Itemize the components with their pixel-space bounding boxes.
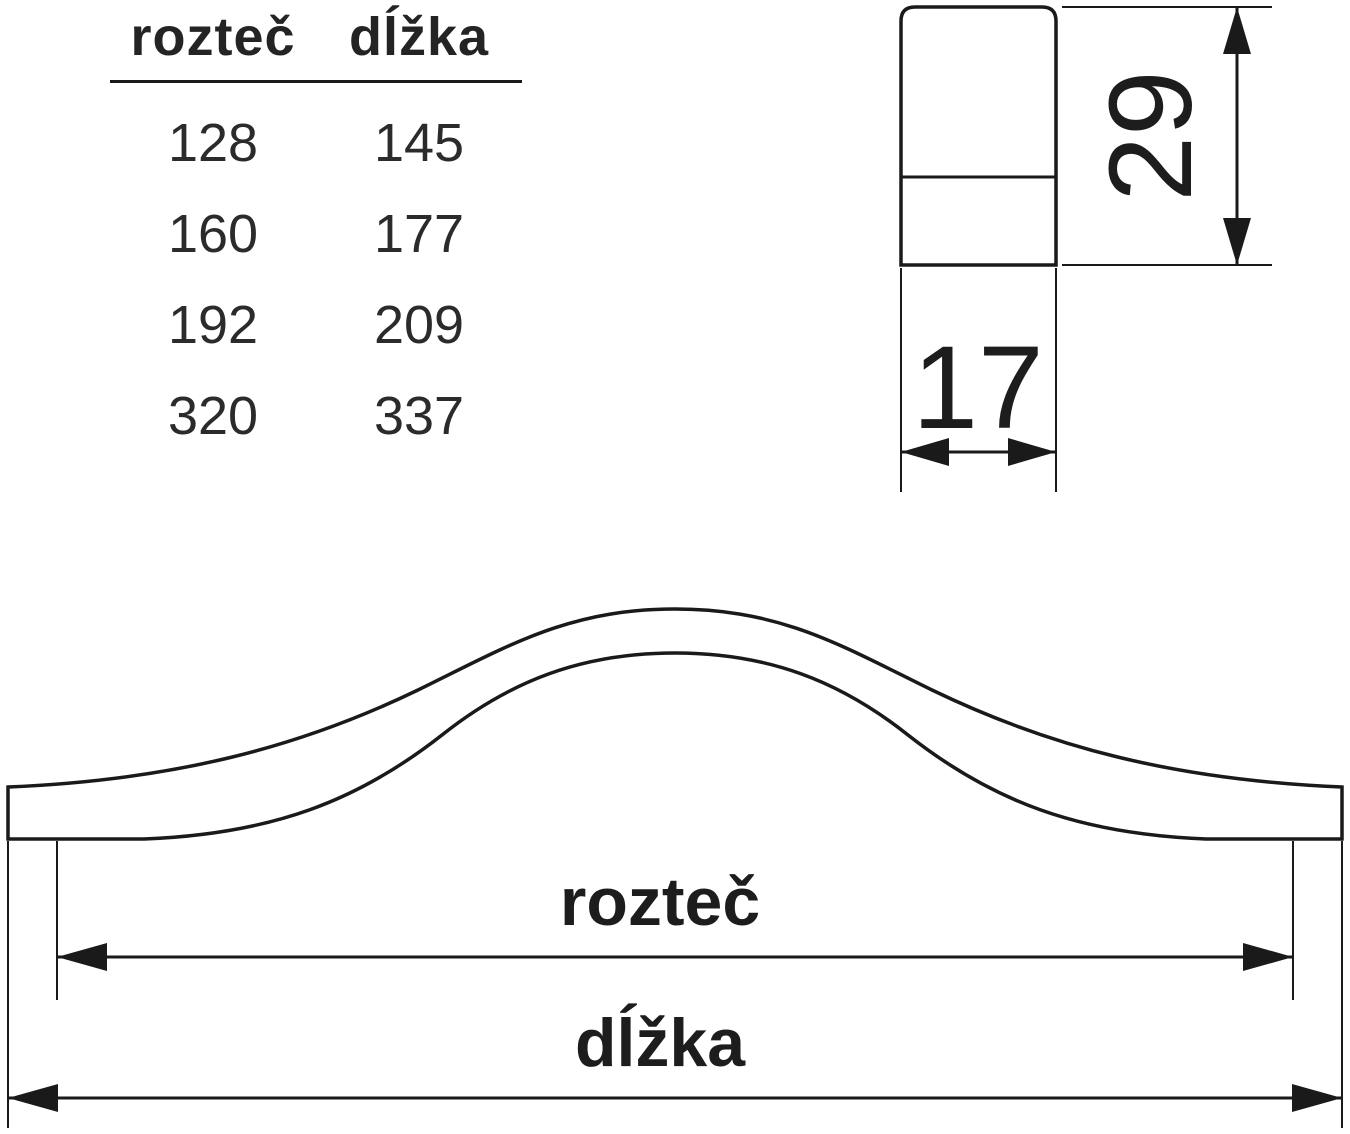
spacing-value: 192 [167, 294, 259, 355]
spacing-dimension-label: rozteč [560, 864, 760, 940]
length-arrow-right-icon [1292, 1084, 1342, 1112]
side-view: 29 17 [899, 5, 1272, 492]
spacing-value: 128 [167, 112, 259, 173]
side-view-outline [899, 5, 1058, 267]
spacing-value: 160 [167, 203, 259, 264]
table-row: 320 337 [110, 370, 522, 461]
spec-table-header: rozteč dĺžka [110, 6, 522, 83]
spacing-arrow-right-icon [1243, 943, 1293, 971]
width-arrow-right-icon [1008, 438, 1056, 466]
column-header-length: dĺžka [348, 7, 490, 67]
spacing-dimension: rozteč [56, 841, 1294, 1000]
spacing-value: 320 [167, 385, 259, 446]
height-dimension: 29 [1062, 6, 1272, 266]
spec-table: rozteč dĺžka 128 145 160 177 192 209 320… [110, 6, 522, 461]
height-arrow-down-icon [1223, 218, 1251, 265]
length-value: 145 [373, 112, 465, 173]
table-row: 192 209 [110, 279, 522, 370]
width-dimension-value: 17 [912, 322, 1043, 454]
length-value: 337 [373, 385, 465, 446]
spacing-arrow-left-icon [57, 943, 107, 971]
width-arrow-left-icon [901, 438, 949, 466]
height-arrow-up-icon [1223, 7, 1251, 54]
length-arrow-left-icon [8, 1084, 58, 1112]
length-value: 177 [373, 203, 465, 264]
handle-outline [6, 607, 1344, 841]
length-dimension-label: dĺžka [575, 1002, 746, 1081]
width-dimension: 17 [900, 268, 1057, 492]
table-row: 128 145 [110, 97, 522, 188]
length-dimension: dĺžka [7, 841, 1343, 1128]
column-header-spacing: rozteč [130, 7, 296, 67]
height-dimension-value: 29 [1085, 70, 1217, 201]
front-view: rozteč dĺžka [6, 607, 1344, 1128]
length-value: 209 [373, 294, 465, 355]
table-row: 160 177 [110, 188, 522, 279]
